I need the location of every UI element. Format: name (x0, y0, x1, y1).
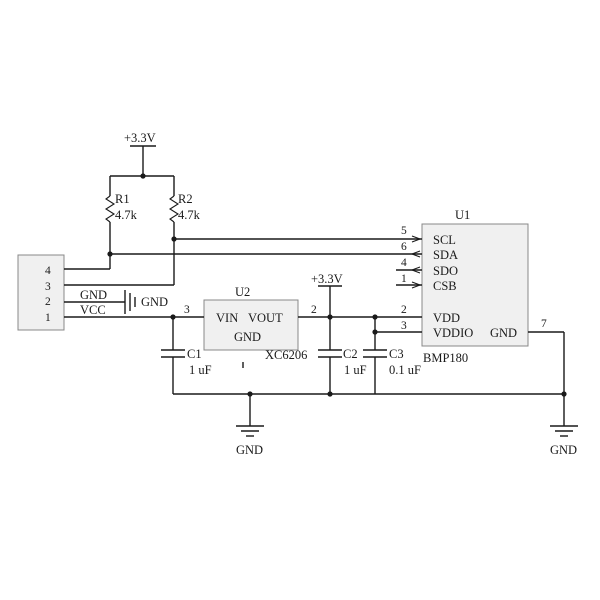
c1-value: 1 uF (189, 363, 212, 377)
connector-pin-3: 3 (45, 281, 51, 293)
connector-pin-1: 1 (45, 312, 51, 324)
connector-body (17, 254, 65, 331)
sensor-body (421, 223, 529, 347)
regulator-pin-out-num: 2 (311, 304, 317, 316)
r1-value: 4.7k (115, 208, 138, 222)
sensor-gnd-pin-num: 7 (541, 318, 547, 330)
sensor-pin-num-sda: 6 (401, 241, 407, 253)
sensor-pin-vdd: VDD (433, 311, 460, 325)
sensor-pin-num-vddio: 3 (401, 320, 407, 332)
r1-zigzag (104, 195, 116, 223)
regulator-ref: U2 (235, 285, 250, 299)
connector-signal-gnd: GND (80, 288, 107, 302)
c1-ref: C1 (187, 347, 202, 361)
connector-signal-vcc: VCC (80, 303, 106, 317)
junction-dot (561, 391, 567, 397)
connector-pin-4: 4 (45, 265, 51, 277)
junction-dot (171, 236, 177, 242)
r1-ref: R1 (115, 192, 130, 206)
sda-pin-marker (410, 250, 421, 258)
sensor-part: BMP180 (423, 351, 468, 365)
c3-ref: C3 (389, 347, 404, 361)
junction-dot (327, 391, 333, 397)
sdo-pin-marker (410, 266, 421, 274)
r2-zigzag (168, 195, 180, 223)
r2-value: 4.7k (178, 208, 201, 222)
sensor-pin-sda: SDA (433, 248, 458, 262)
sensor-pin-scl: SCL (433, 233, 456, 247)
regulator-body (203, 299, 299, 351)
power-label-mid: +3.3V (311, 272, 343, 286)
regulator-part: XC6206 (265, 348, 307, 362)
power-label-top: +3.3V (124, 131, 156, 145)
c3-value: 0.1 uF (389, 363, 421, 377)
scl-pin-marker (411, 235, 422, 243)
c2-ref: C2 (343, 347, 358, 361)
csb-pin-marker (411, 281, 422, 289)
sensor-pin-vddio: VDDIO (433, 326, 473, 340)
regulator-pin-in-num: 3 (184, 304, 190, 316)
sensor-pin-num-vdd: 2 (401, 304, 407, 316)
regulator-pin-vout: VOUT (248, 311, 283, 325)
junction-dot (107, 251, 113, 257)
r2-ref: R2 (178, 192, 193, 206)
sensor-pin-num-csb: 1 (401, 273, 407, 285)
sensor-ref: U1 (455, 208, 470, 222)
c2-value: 1 uF (344, 363, 367, 377)
ground-label-left: GND (236, 443, 263, 457)
sensor-pin-num-sdo: 4 (401, 257, 407, 269)
ground-label-right: GND (550, 443, 577, 457)
regulator-pin-gnd: GND (234, 330, 261, 344)
sensor-pin-csb: CSB (433, 279, 457, 293)
junction-dot (140, 173, 146, 179)
sensor-pin-num-scl: 5 (401, 225, 407, 237)
connector-ground-label: GND (141, 295, 168, 309)
regulator-pin-vin: VIN (216, 311, 238, 325)
connector-pin-2: 2 (45, 296, 51, 308)
sensor-pin-gnd: GND (490, 326, 517, 340)
sensor-pin-sdo: SDO (433, 264, 458, 278)
